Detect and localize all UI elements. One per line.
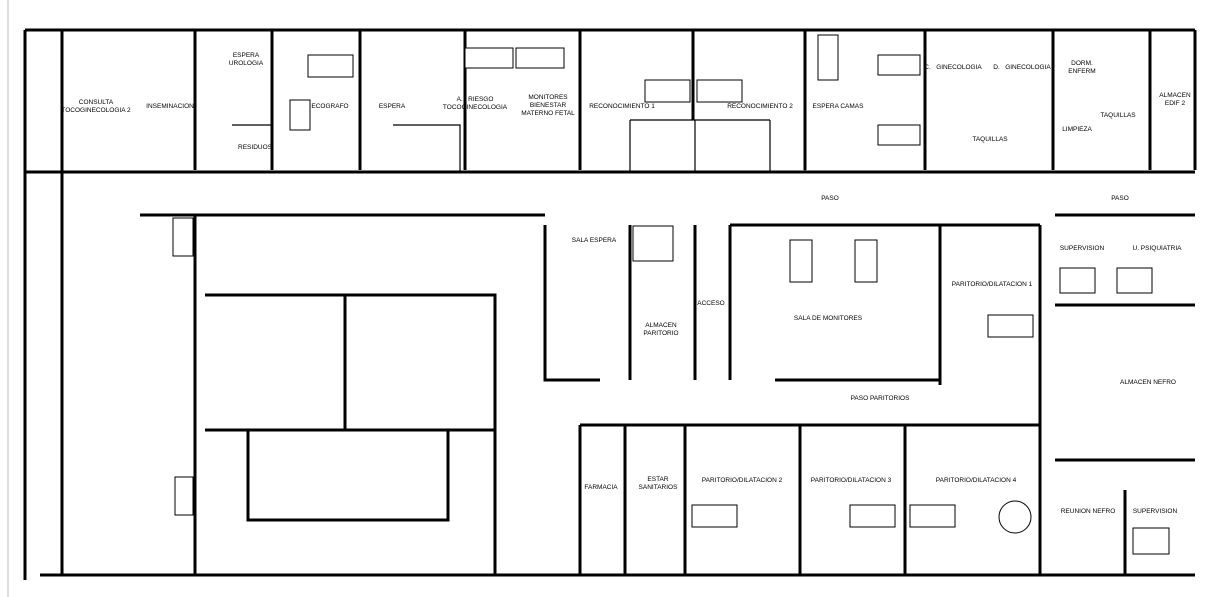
room-label: ESPERA UROLOGIA (228, 52, 264, 67)
room-label: SUPERVISION (1132, 508, 1178, 515)
room-label: CONSULTA TOCOGINECOLOGIA 2 (61, 99, 131, 114)
room-label: RESIDUOS (238, 144, 272, 151)
room-label: RECONOCIMIENTO 2 (727, 103, 793, 110)
room-label: ALMACEN EDIF 2 (1159, 92, 1191, 107)
room-label: MONITORES BIENESTAR MATERNO FETAL (521, 94, 575, 117)
room-label: PASO (821, 195, 839, 202)
room-label: ALMACEN NEFRO (1120, 379, 1176, 386)
room-label: INSEMINACION (146, 103, 194, 110)
room-label: LIMPIEZA (1062, 126, 1092, 133)
room-label: U. PSIQUIATRIA (1132, 245, 1182, 252)
room-label: ESTAR SANITARIOS (638, 476, 678, 491)
room-label: C. GINECOLOGIA (924, 64, 982, 71)
room-label: REUNION NEFRO (1060, 508, 1116, 515)
room-label: SALA ESPERA (571, 237, 617, 244)
room-label: PASO PARITORIOS (850, 395, 910, 402)
room-label: ALMACEN PARITORIO (643, 322, 679, 337)
room-label: ACCESO (697, 300, 725, 307)
room-label: PARITORIO/DILATACION 3 (810, 477, 892, 484)
room-label: DORM. ENFERM (1068, 60, 1096, 75)
room-label: ESPERA CAMAS (812, 103, 864, 110)
room-label: PARITORIO/DILATACION 1 (951, 281, 1033, 288)
room-label: TAQUILLAS (972, 136, 1008, 143)
room-label: A. RIESGO TOCOGINECOLOGIA (442, 96, 508, 111)
room-label: SALA DE MONITORES (793, 315, 863, 322)
room-label: PASO (1111, 195, 1129, 202)
room-label: ESPERA (378, 103, 406, 110)
room-label: TAQUILLAS (1100, 112, 1136, 119)
room-label: ECOGRAFO (311, 103, 349, 110)
room-label: FARMACIA (584, 484, 618, 491)
room-label: SUPERVISION (1059, 245, 1105, 252)
room-label: PARITORIO/DILATACION 4 (935, 477, 1017, 484)
room-label: D. GINECOLOGIA (993, 64, 1051, 71)
room-label: PARITORIO/DILATACION 2 (701, 477, 783, 484)
room-label: RECONOCIMIENTO 1 (589, 103, 655, 110)
